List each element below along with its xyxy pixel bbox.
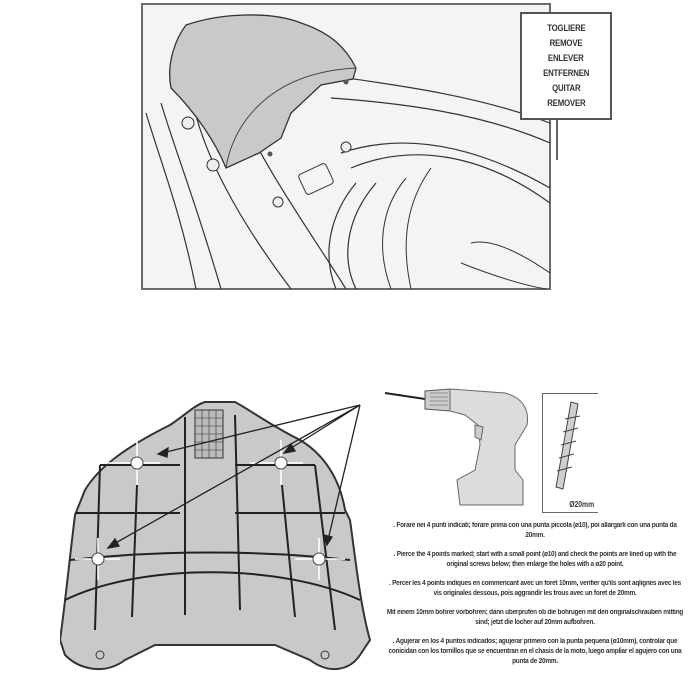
instruction-en: . Pierce the 4 points marked; start with… bbox=[393, 551, 677, 568]
remove-label-de: ENTFERNEN bbox=[542, 68, 590, 79]
remove-label-pt: REMOVER bbox=[546, 98, 586, 109]
underseat-panel-drawing bbox=[60, 401, 372, 671]
drill-illustration bbox=[375, 385, 540, 515]
scooter-seat-drawing bbox=[141, 3, 551, 290]
drill-bit-size-label: Ø20mm bbox=[568, 500, 594, 509]
instruction-es: . Agujerar en los 4 puntos indicados; ag… bbox=[388, 638, 682, 665]
remove-label-it: TOGLIERE bbox=[546, 23, 586, 34]
instruction-it: . Forare nei 4 punti indicati; forare pr… bbox=[393, 522, 677, 539]
instruction-de: Mit einem 10mm bohrer vorbohren; dann ub… bbox=[386, 609, 684, 626]
scooter-rear-illustration bbox=[141, 3, 556, 290]
instructions-block: . Forare nei 4 punti indicati; forare pr… bbox=[372, 521, 698, 676]
instruction-fr: . Percer les 4 points indiques en commen… bbox=[388, 580, 682, 597]
remove-label-es: QUITAR bbox=[551, 83, 581, 94]
remove-callout-line bbox=[556, 120, 558, 160]
remove-label-box: TOGLIERE REMOVE ENLEVER ENTFERNEN QUITAR… bbox=[520, 12, 612, 120]
panel-drill-points-illustration bbox=[60, 385, 380, 700]
drill-bit-box: Ø20mm bbox=[542, 393, 598, 513]
remove-label-fr: ENLEVER bbox=[548, 53, 584, 64]
remove-label-en: REMOVE bbox=[549, 38, 583, 49]
drill-point-markers bbox=[75, 440, 345, 580]
cordless-drill-icon bbox=[384, 388, 529, 506]
drill-bit-icon bbox=[555, 401, 581, 490]
